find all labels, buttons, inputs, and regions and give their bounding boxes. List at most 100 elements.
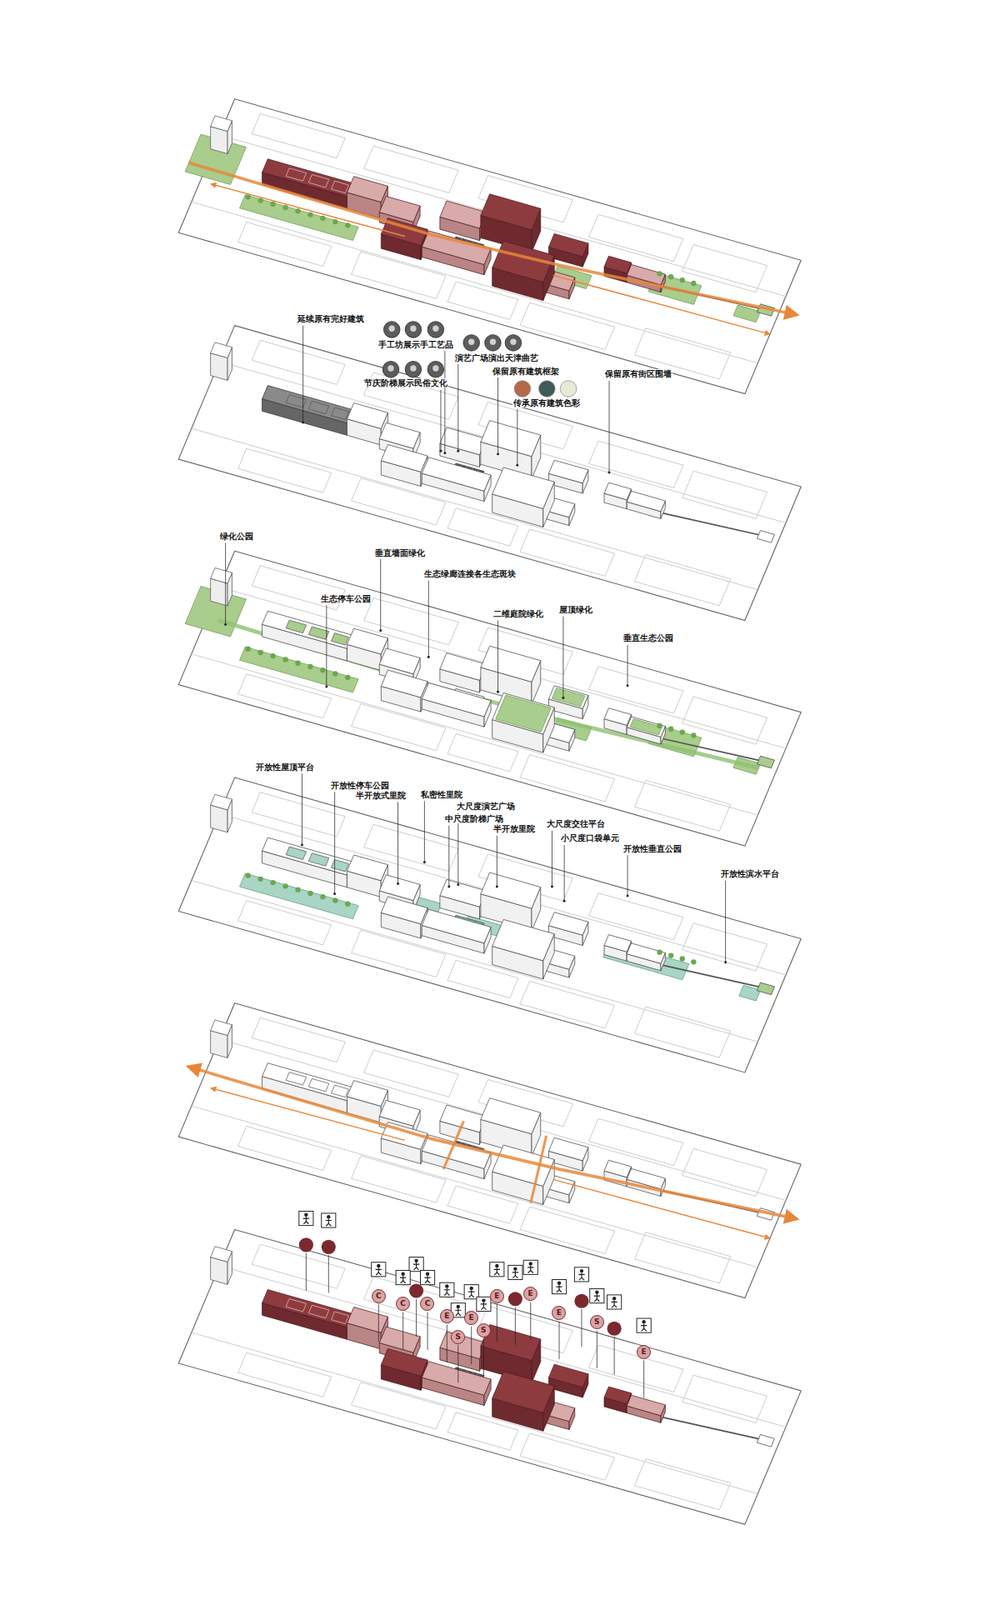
tree — [257, 197, 263, 203]
function-letter: S — [455, 1333, 460, 1341]
function-circle: E — [551, 1305, 566, 1320]
activity-icon-figure — [470, 1286, 474, 1290]
building-roof — [421, 909, 491, 944]
callout-label: 二维庭院绿化 — [492, 609, 545, 619]
activity-icon-figure — [580, 1269, 584, 1273]
roof-module — [285, 1299, 306, 1312]
roof-module — [330, 1085, 349, 1097]
activity-icon — [490, 1262, 505, 1277]
building-roof — [380, 1348, 428, 1376]
callout-label: 垂直墙面绿化 — [374, 548, 426, 558]
leader-dot — [563, 900, 566, 903]
activity-icon-figure — [400, 1275, 406, 1284]
function-letter: E — [556, 1309, 562, 1317]
leader-dot — [333, 892, 336, 895]
circulation-path — [188, 162, 797, 315]
activity-icon-figure — [529, 1261, 533, 1265]
activity-icon-figure — [400, 1272, 405, 1276]
activity-icon-figure — [594, 1294, 600, 1302]
building-roof — [492, 1371, 555, 1413]
function-circle: S — [450, 1330, 465, 1345]
tree — [270, 201, 275, 207]
building-roof — [379, 1326, 420, 1353]
activity-icon-figure — [303, 1216, 310, 1225]
green-corridor — [218, 620, 759, 768]
building-roof — [480, 645, 541, 682]
function-dot — [299, 1237, 314, 1252]
function-circle: E — [440, 1309, 455, 1324]
context-block — [634, 1232, 730, 1284]
callout-label: 小尺度口袋单元 — [560, 833, 620, 843]
culture-icon — [382, 360, 400, 378]
roof-module — [308, 1305, 329, 1318]
leader-line — [643, 1360, 645, 1398]
callout-label: 大尺度交往平台 — [545, 819, 606, 829]
leader-line — [428, 580, 430, 658]
activity-icon — [508, 1265, 523, 1280]
leader-line — [328, 1255, 330, 1293]
activity-icon-figure — [612, 1296, 616, 1300]
building-roof — [379, 422, 420, 449]
leader-dot — [379, 629, 382, 632]
leader-dot — [626, 684, 630, 687]
building-roof — [548, 460, 589, 484]
context-block — [520, 980, 615, 1028]
activity-icon-figure — [468, 1290, 475, 1298]
building-roof — [346, 1306, 388, 1333]
tree — [656, 950, 662, 955]
leader-dot — [724, 960, 727, 964]
context-block — [520, 755, 615, 802]
roof-module — [308, 175, 329, 188]
leader-dot — [515, 464, 519, 467]
activity-icon — [476, 1296, 491, 1311]
callout-label: 生态停车公园 — [320, 594, 372, 604]
tree — [307, 211, 313, 217]
roof-module — [285, 846, 306, 860]
building-roof — [548, 685, 589, 710]
leader-line — [301, 773, 303, 845]
activity-icon-figure — [376, 1264, 380, 1268]
culture-icon-detail — [410, 365, 416, 371]
building-roof — [210, 567, 233, 584]
callout-label: 生态绿廊连接各生态斑块 — [423, 569, 517, 579]
leader-line — [483, 1339, 485, 1377]
building-roof — [626, 490, 665, 511]
tree — [680, 729, 685, 735]
tree — [282, 205, 288, 210]
circulation-path — [530, 1135, 547, 1204]
building-roof — [548, 912, 589, 936]
leader-line — [496, 835, 498, 887]
leader-line — [448, 825, 450, 887]
leader-line — [496, 1304, 498, 1342]
context-block — [589, 1345, 684, 1392]
walkway-line — [663, 739, 762, 762]
tree — [690, 280, 696, 286]
building-roof — [492, 467, 555, 509]
context-block — [589, 214, 684, 261]
building-roof — [440, 653, 487, 681]
activity-icon-figure — [495, 1264, 499, 1268]
building-roof — [604, 1160, 632, 1178]
tree — [656, 723, 662, 729]
roof-module — [308, 626, 329, 640]
activity-icon-figure — [445, 1284, 449, 1288]
circulation-path — [443, 1120, 464, 1170]
context-block — [682, 245, 768, 293]
leader-line — [378, 1304, 380, 1342]
context-block — [520, 1206, 615, 1254]
site-plate — [178, 1230, 801, 1525]
activity-icon-figure — [640, 1324, 647, 1332]
colour-sample — [514, 380, 531, 398]
function-dot — [607, 1321, 622, 1336]
building-roof — [421, 457, 491, 492]
building-roof — [379, 195, 420, 222]
activity-icon-figure — [595, 1290, 599, 1295]
building-roof — [492, 919, 555, 960]
function-letter: E — [641, 1348, 647, 1356]
tree — [282, 656, 288, 662]
leader-line — [559, 1321, 560, 1360]
function-letter: C — [375, 1292, 382, 1300]
tree — [295, 660, 300, 666]
callout-label: 屋顶绿化 — [558, 605, 594, 615]
leader-line — [497, 377, 499, 455]
